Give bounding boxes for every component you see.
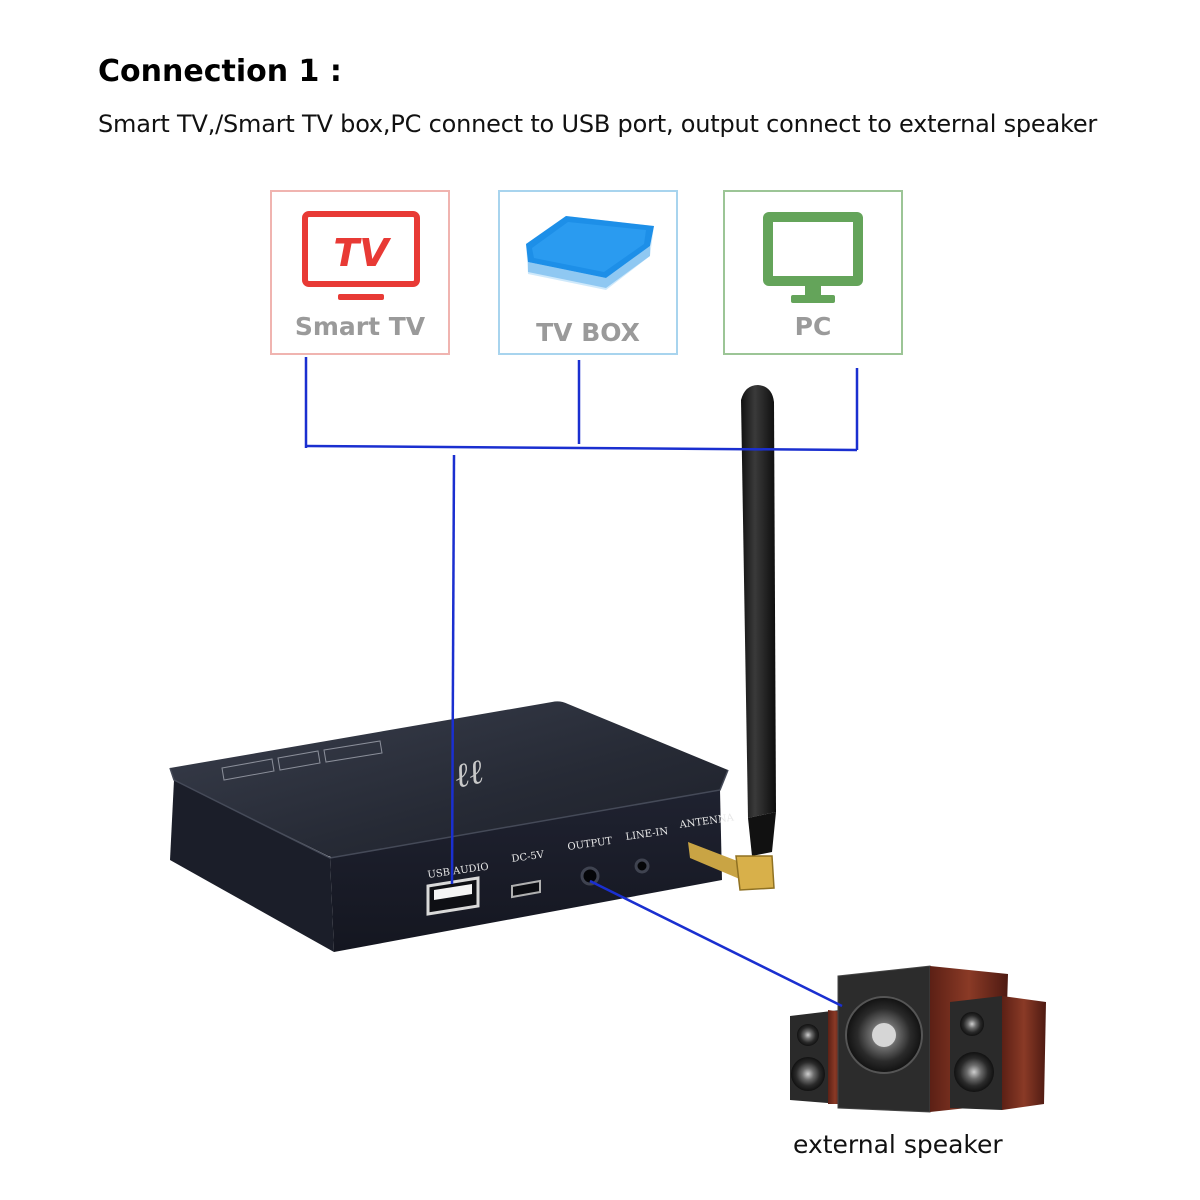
port-label-dc-5v: DC-5V (511, 849, 546, 865)
tv-icon-text: TV (333, 231, 391, 275)
audio-receiver-device: ℓℓ USB AUDIO DC-5V OUTPUT LINE-IN ANTENN… (169, 701, 775, 952)
page-description: Smart TV,/Smart TV box,PC connect to USB… (98, 110, 1098, 138)
page-title: Connection 1 : (98, 54, 342, 89)
usb-audio-port (426, 876, 480, 916)
connector-output-to-speaker (589, 879, 843, 1008)
antenna-connector (688, 842, 775, 891)
speaker-set (790, 965, 1046, 1113)
connector-to-usb-audio (450, 454, 456, 885)
antenna (741, 385, 776, 856)
source-label-pc: PC (794, 312, 832, 341)
monitor-icon (763, 212, 863, 303)
speaker-label: external speaker (793, 1130, 1003, 1159)
tv-icon: TV (302, 211, 420, 300)
source-tv-box: TV BOX (498, 190, 678, 355)
source-pc: PC (723, 190, 903, 355)
source-label-smart-tv: Smart TV (294, 312, 426, 341)
tv-box-icon (526, 216, 654, 290)
source-smart-tv: TV Smart TV (270, 190, 450, 355)
connector-lines (304, 357, 859, 1008)
line-in-port (634, 858, 650, 874)
source-label-tv-box: TV BOX (536, 318, 640, 347)
output-port (580, 866, 600, 886)
connector-bus (305, 444, 858, 452)
dc-5v-port (511, 879, 541, 899)
